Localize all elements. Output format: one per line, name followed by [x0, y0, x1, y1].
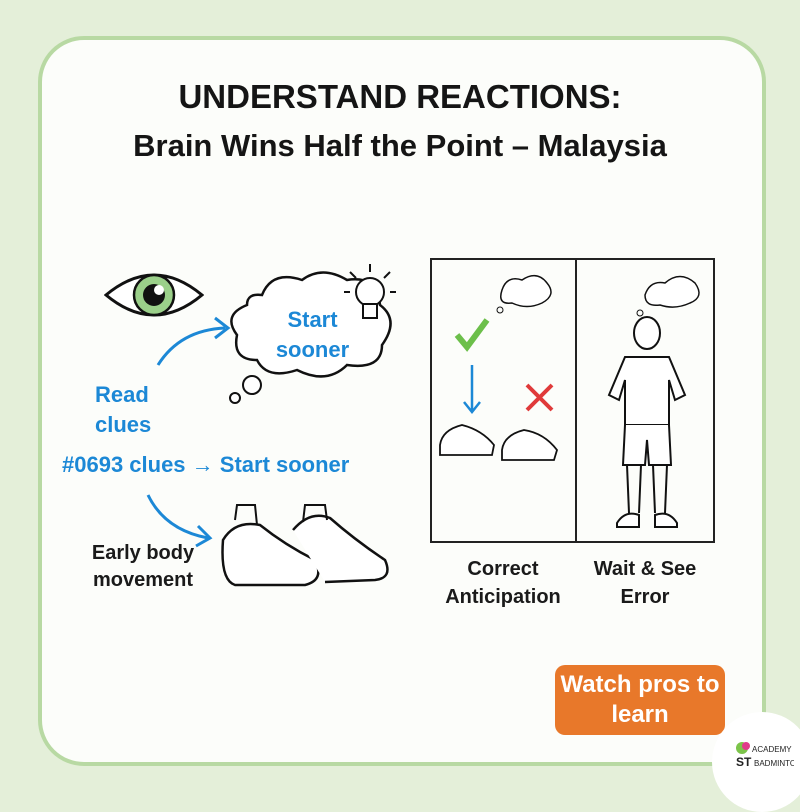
title-line1: UNDERSTAND REACTIONS:: [178, 78, 622, 115]
flow-label: #0693 clues → Start sooner: [62, 452, 350, 477]
svg-text:BADMINTON: BADMINTON: [754, 759, 794, 768]
wait-and-see-label: Wait & See Error: [593, 558, 697, 608]
comparison-panel: [430, 258, 715, 543]
correct-illustration: [439, 274, 558, 461]
academy-logo: ACADEMY ST BADMINTON: [712, 712, 800, 812]
svg-text:ACADEMY: ACADEMY: [752, 745, 792, 754]
eye-icon: [104, 273, 204, 317]
check-icon: [454, 318, 490, 352]
read-clues-label: Read clues: [95, 382, 152, 437]
panel-divider: [575, 258, 577, 543]
lightbulb-icon: [344, 264, 396, 319]
sneakers-icon: [221, 504, 389, 587]
logo-icon: ACADEMY ST BADMINTON: [736, 742, 794, 769]
arrows: [146, 316, 231, 548]
thought-text: Start sooner: [275, 307, 350, 362]
person-illustration: [607, 275, 700, 528]
svg-text:ST: ST: [736, 755, 752, 769]
cross-icon: [525, 383, 554, 412]
early-movement-label: Early body movement: [91, 542, 195, 591]
watch-pros-button[interactable]: Watch pros to learn: [555, 665, 725, 735]
down-arrow-icon: [463, 365, 481, 415]
correct-anticipation-label: Correct Anticipation: [445, 558, 561, 608]
title-line2: Brain Wins Half the Point – Malaysia: [133, 128, 667, 163]
thought-cloud: [229, 271, 392, 404]
